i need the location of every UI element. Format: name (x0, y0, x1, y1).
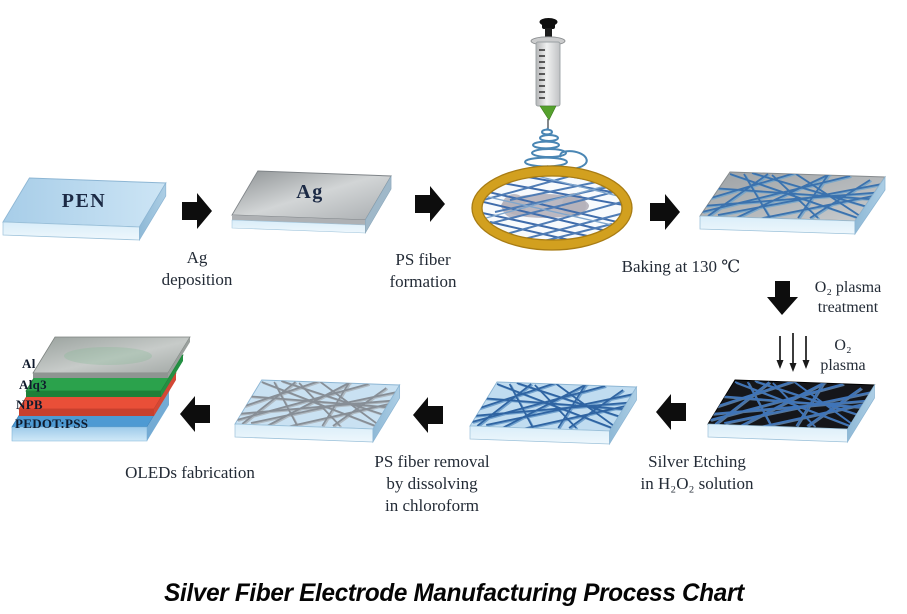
stack-label-npb: NPB (16, 397, 43, 412)
syringe-graduations (539, 49, 545, 99)
stack-label-al: Al (22, 356, 36, 371)
plasma-arrows-icon (776, 333, 810, 372)
ag-label: Ag (296, 181, 324, 203)
fiber-mesh (482, 176, 622, 240)
electrospinning-coil (524, 127, 588, 171)
diagram-caption: Silver Fiber Electrode Manufacturing Pro… (163, 579, 744, 607)
label-line: in chloroform (385, 495, 479, 515)
arrow-left-2 (413, 397, 443, 433)
pen-substrate (2, 177, 167, 242)
etched-fiber-substrate (469, 381, 638, 446)
fiber-collector-hoop (471, 165, 633, 251)
label-line: O₂ (834, 337, 852, 354)
label-line: PS fiber removal (374, 452, 490, 471)
label-line: by dissolving (386, 473, 478, 493)
label-line: OLEDs fabrication (125, 463, 255, 482)
syringe-icon (530, 18, 566, 130)
label-line: Baking at 130 ℃ (621, 257, 741, 276)
pen-label: PEN (61, 190, 107, 212)
label-ps-fiber-formation: PS fiber formation (389, 249, 456, 293)
label-oleds-fabrication: OLEDs fabrication (125, 462, 255, 484)
stack-label-pedot: PEDOT:PSS (15, 416, 89, 431)
label-ag-deposition: Ag deposition (162, 247, 233, 291)
hoop-ring (472, 166, 632, 250)
label-baking: Baking at 130 ℃ (622, 256, 741, 278)
label-line: in H₂O₂ solution (640, 473, 754, 493)
label-line: Silver Etching (648, 452, 746, 471)
stack-label-alq3: Alq3 (19, 377, 47, 392)
label-line: plasma (820, 357, 866, 375)
label-line: formation (389, 271, 457, 291)
silver-fiber-substrate (234, 379, 401, 444)
label-ps-fiber-removal: PS fiber removal by dissolving in chloro… (374, 451, 489, 516)
arrow-left-1 (656, 394, 686, 430)
ag-substrate (231, 170, 392, 234)
baked-fiber-substrate (699, 171, 886, 236)
label-o2-plasma-treatment: O₂ plasma treatment (815, 278, 881, 319)
layer-al (32, 336, 191, 378)
plasma-treated-substrate (707, 379, 876, 444)
label-line: deposition (161, 269, 233, 289)
label-line: treatment (817, 299, 879, 317)
arrow-right-2 (415, 186, 445, 222)
label-line: O₂ plasma (814, 279, 882, 296)
arrow-left-3 (180, 396, 210, 432)
label-line: PS fiber (395, 250, 451, 269)
label-silver-etching: Silver Etching in H₂O₂ solution (641, 451, 754, 495)
syringe-tip (539, 105, 557, 121)
arrow-right-3 (650, 194, 680, 230)
label-o2-plasma: O₂ plasma (820, 336, 865, 377)
arrow-down (767, 281, 798, 315)
arrow-right-1 (182, 193, 212, 229)
label-line: Ag (186, 248, 208, 267)
oled-stack (11, 336, 191, 442)
